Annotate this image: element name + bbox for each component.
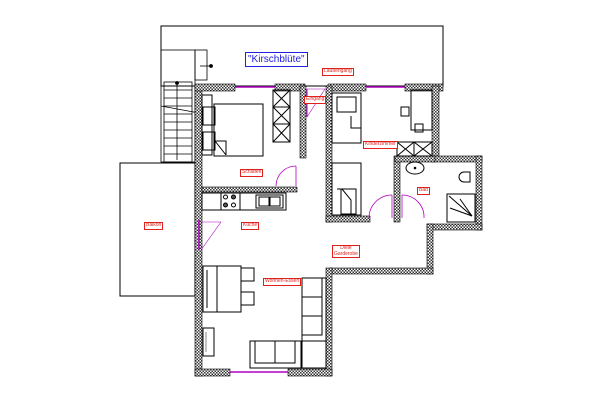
dining-table <box>216 265 242 313</box>
kitchen-counter <box>201 192 287 211</box>
label-balkon: Balkon <box>144 222 164 230</box>
label-diele-garderobe: Diele Garderobe <box>332 245 360 258</box>
doors-windows <box>198 86 425 373</box>
staircase <box>160 49 213 163</box>
label-schlafen: Schlafen <box>240 169 264 177</box>
label-wohnen-essen: Wohnen-Essen <box>263 278 302 286</box>
double-bed <box>213 103 264 157</box>
label-laubengang: Laubengang <box>322 68 354 76</box>
kids-bed-bottom <box>331 162 362 216</box>
label-bad: Bad <box>417 187 430 195</box>
sink <box>405 161 425 175</box>
walls <box>194 83 483 377</box>
shower <box>446 193 476 223</box>
plan-title: "Kirschblüte" <box>245 52 308 67</box>
furniture <box>201 89 476 369</box>
desk <box>410 89 433 131</box>
label-eingang: Eingang <box>304 96 327 104</box>
toilet <box>458 171 471 183</box>
label-kueche: Küche <box>241 222 260 230</box>
wardrobe <box>272 89 291 143</box>
kids-bed-top <box>331 92 362 144</box>
label-kinderzimmer: Kinderzimmer <box>363 141 398 149</box>
tv-unit <box>202 327 215 357</box>
balcony <box>119 162 196 297</box>
